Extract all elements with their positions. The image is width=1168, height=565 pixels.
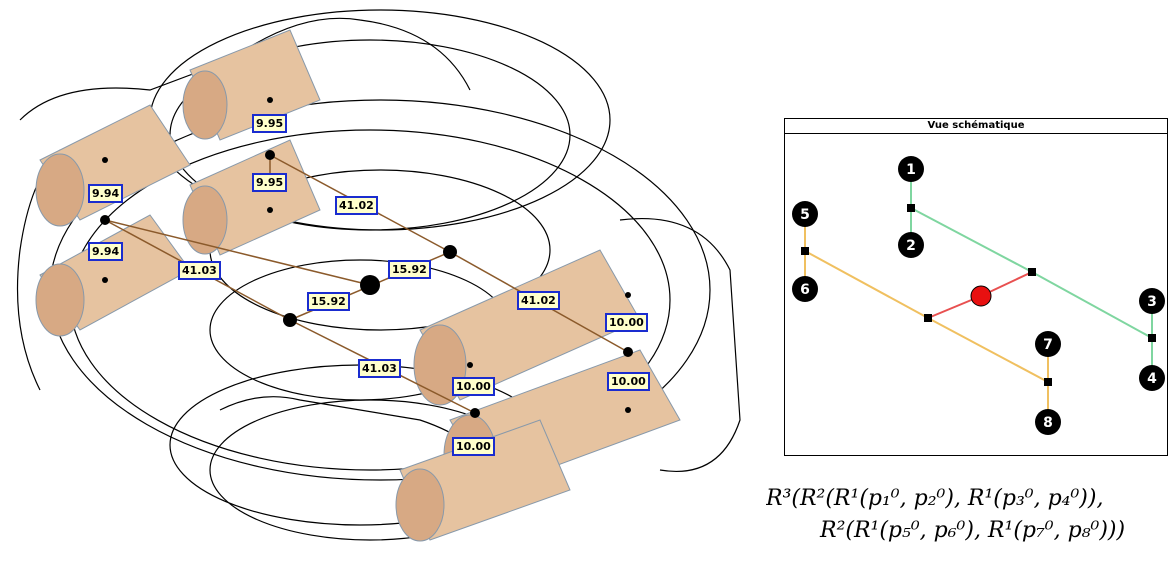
- dimension-label: 41.02: [335, 196, 378, 215]
- node-6: 6: [792, 276, 818, 302]
- edge: [804, 250, 929, 319]
- dimension-label: 9.94: [88, 184, 124, 203]
- svg-text:3: 3: [1147, 294, 1157, 310]
- svg-text:5: 5: [800, 207, 810, 223]
- svg-text:2: 2: [906, 238, 916, 254]
- dimension-label: 9.95: [252, 173, 288, 192]
- assembly-drawing: [16, 9, 741, 542]
- node-5: 5: [792, 201, 818, 227]
- dimension-label: 41.02: [517, 291, 560, 310]
- node-4: 4: [1139, 365, 1165, 391]
- root-junction: [970, 285, 992, 307]
- junction: [1148, 334, 1156, 342]
- dimension-label: 10.00: [605, 313, 648, 332]
- svg-text:8: 8: [1043, 415, 1053, 431]
- joint-points: [100, 97, 633, 418]
- formula-line-2: R²(R¹(p₅⁰, p₆⁰), R¹(p₇⁰, p₈⁰))): [820, 518, 1126, 543]
- schematic-view-panel: Vue schématique 1 2 3 4 5 6 7 8: [784, 118, 1168, 456]
- node-7: 7: [1035, 331, 1061, 357]
- dimension-label: 9.95: [252, 114, 288, 133]
- node-2: 2: [898, 232, 924, 258]
- svg-text:4: 4: [1147, 371, 1157, 387]
- dimension-label: 10.00: [607, 372, 650, 391]
- schematic-graph: 1 2 3 4 5 6 7 8: [792, 156, 1165, 435]
- junction: [924, 314, 932, 322]
- edge: [910, 207, 1033, 273]
- dimension-label: 41.03: [178, 261, 221, 280]
- dimension-label: 41.03: [358, 359, 401, 378]
- svg-text:1: 1: [906, 162, 916, 178]
- schematic-title: Vue schématique: [785, 119, 1167, 134]
- formula-line-1: R³(R²(R¹(p₁⁰, p₂⁰), R¹(p₃⁰, p₄⁰)),: [766, 486, 1104, 511]
- node-8: 8: [1035, 409, 1061, 435]
- dimension-label: 15.92: [307, 292, 350, 311]
- dimension-label: 10.00: [452, 437, 495, 456]
- hierarchy-formula: R³(R²(R¹(p₁⁰, p₂⁰), R¹(p₃⁰, p₄⁰)), R²(R¹…: [766, 486, 1168, 561]
- dimension-label: 10.00: [452, 377, 495, 396]
- edge: [1031, 271, 1153, 339]
- svg-text:7: 7: [1043, 337, 1053, 353]
- node-3: 3: [1139, 288, 1165, 314]
- junction: [1028, 268, 1036, 276]
- junction: [1044, 378, 1052, 386]
- junction: [801, 247, 809, 255]
- node-1: 1: [898, 156, 924, 182]
- 3d-assembly-view: 9.95 9.95 9.94 9.94 41.02 41.03 15.92 15…: [16, 9, 741, 542]
- dimension-label: 15.92: [388, 260, 431, 279]
- junction: [907, 204, 915, 212]
- svg-text:6: 6: [800, 282, 810, 298]
- dimension-label: 9.94: [88, 242, 124, 261]
- cylinders: [35, 29, 681, 542]
- edge: [927, 317, 1049, 383]
